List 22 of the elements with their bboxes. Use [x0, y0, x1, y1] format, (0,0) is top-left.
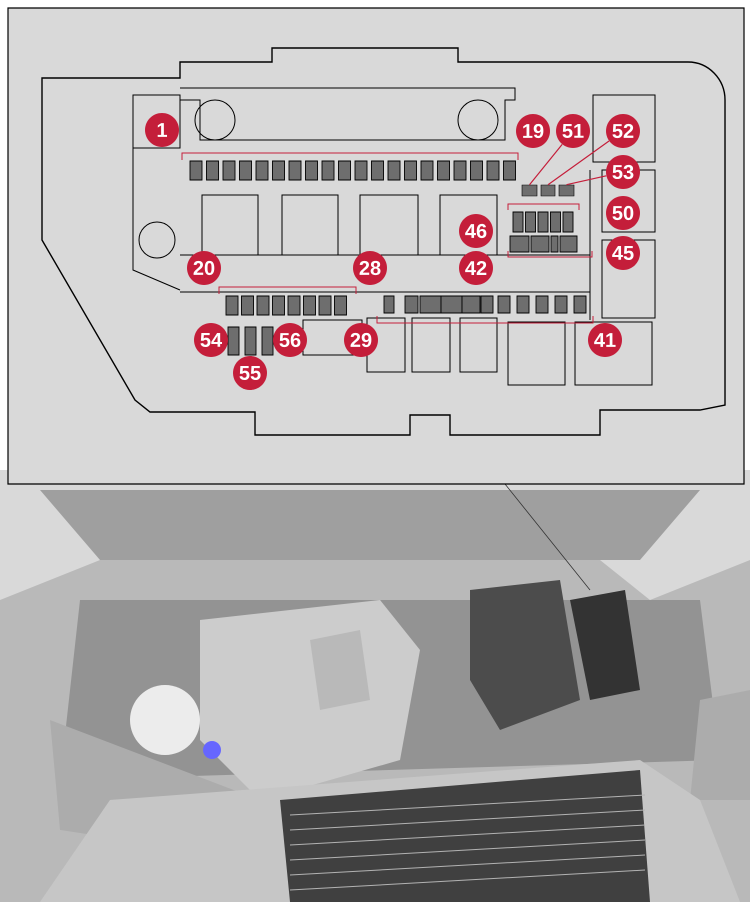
- callout-number: 54: [194, 323, 228, 357]
- leader-line: [566, 175, 606, 186]
- callout-number: 52: [606, 114, 640, 148]
- callout-number: 55: [233, 356, 267, 390]
- callout-number: 53: [606, 155, 640, 189]
- fuse: [522, 184, 538, 196]
- callout-number: 46: [459, 214, 493, 248]
- callout-number: 1: [145, 113, 179, 147]
- fuse: [558, 184, 574, 196]
- leader-line: [548, 140, 610, 186]
- callout-number: 20: [187, 251, 221, 285]
- callout-number: 50: [606, 196, 640, 230]
- callout-number: 29: [344, 323, 378, 357]
- callout-number: 42: [459, 251, 493, 285]
- callout-number: 19: [516, 114, 550, 148]
- callout-number: 56: [273, 323, 307, 357]
- leader-line: [529, 144, 563, 186]
- fuse: [540, 184, 556, 196]
- callout-number: 28: [353, 251, 387, 285]
- callout-number: 41: [588, 323, 622, 357]
- callout-number: 45: [606, 236, 640, 270]
- callout-number: 51: [556, 114, 590, 148]
